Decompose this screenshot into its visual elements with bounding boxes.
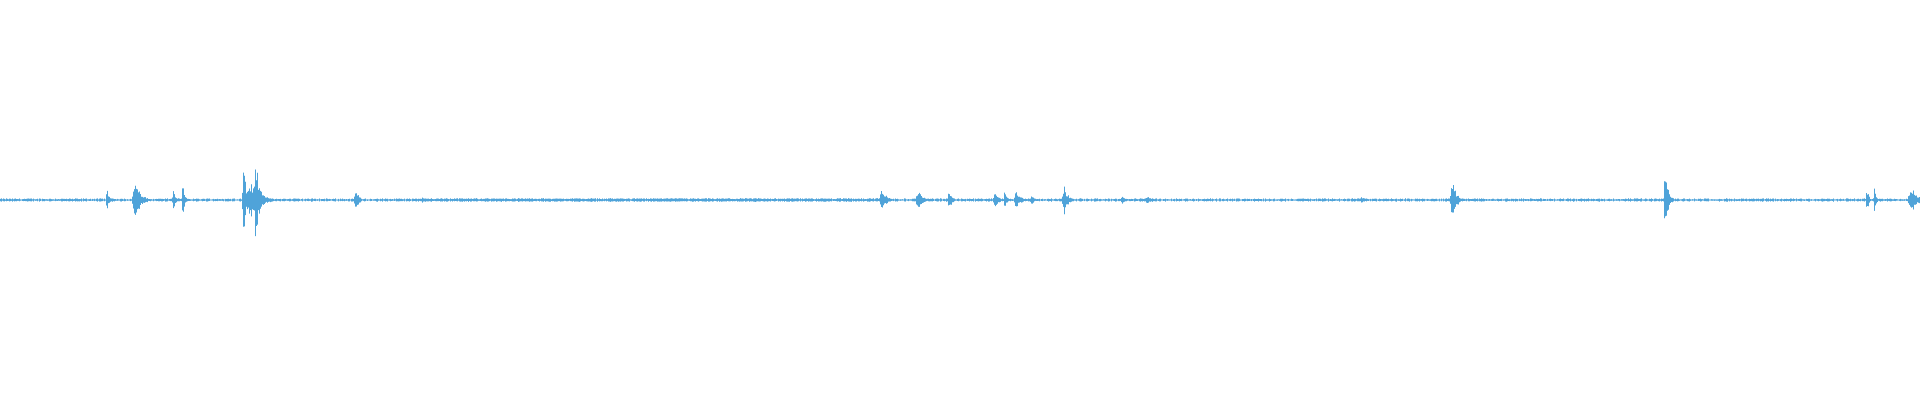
waveform-samples	[0, 169, 1920, 237]
waveform-path	[0, 169, 1920, 237]
